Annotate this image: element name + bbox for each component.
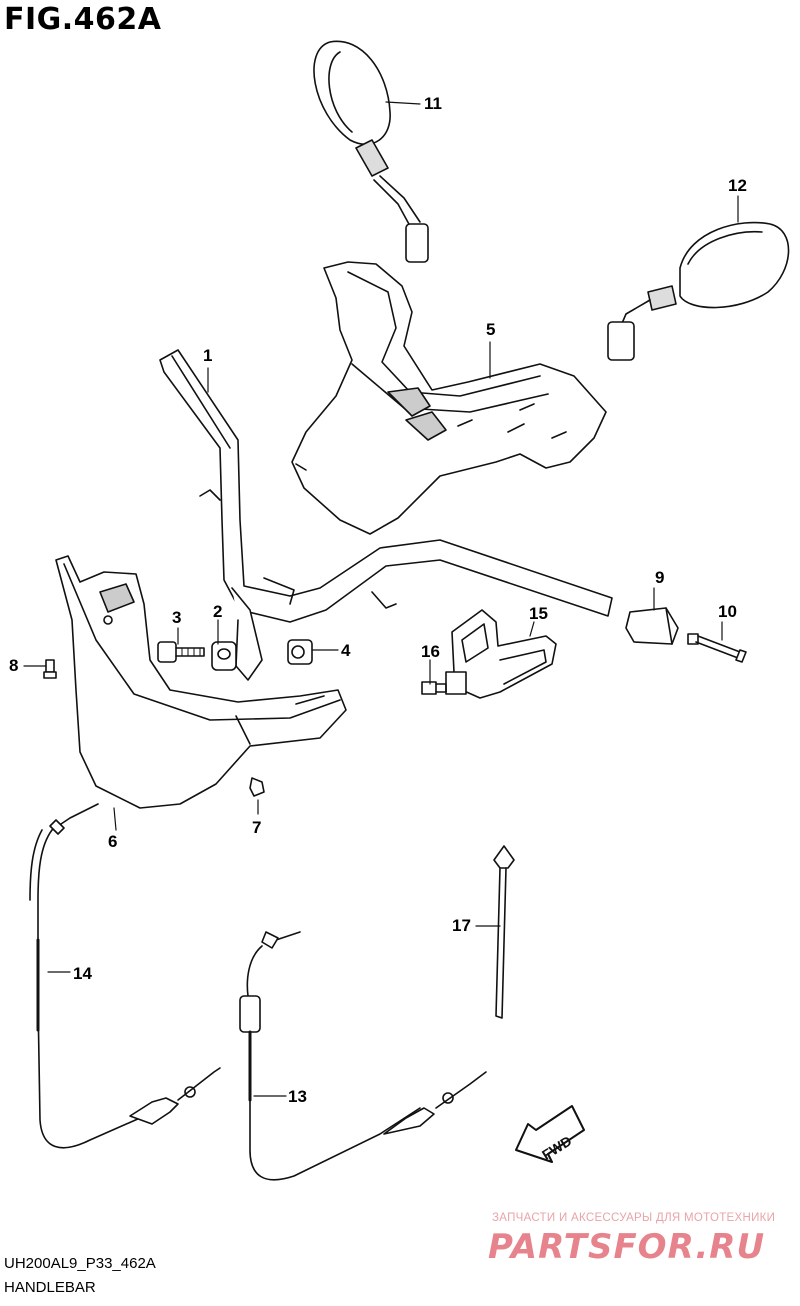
callout-1: 1 xyxy=(203,346,213,365)
rear-cover-part xyxy=(55,555,347,809)
mirror-left-part xyxy=(313,40,429,263)
callout-14: 14 xyxy=(73,964,92,983)
callout-2: 2 xyxy=(213,602,223,621)
bracket-part xyxy=(445,609,557,699)
callout-16: 16 xyxy=(421,642,440,661)
callout-8: 8 xyxy=(9,656,19,675)
bar-end-screw-part xyxy=(687,633,747,663)
callout-17: 17 xyxy=(452,916,471,935)
collar-part xyxy=(211,641,237,671)
handlebar-part xyxy=(159,349,613,681)
cable-tie-part xyxy=(493,845,515,1019)
screw-left-part xyxy=(43,659,57,679)
callout-11: 11 xyxy=(424,94,442,113)
callout-9: 9 xyxy=(655,568,665,587)
callout-4: 4 xyxy=(341,641,351,660)
callout-6: 6 xyxy=(108,832,118,851)
nut-part xyxy=(287,639,313,665)
watermark-logo-text: PARTSFOR.RU xyxy=(488,1227,765,1266)
callout-5: 5 xyxy=(486,320,496,339)
throttle-cable-part xyxy=(29,803,221,1149)
bracket-screw-part xyxy=(421,681,447,695)
watermark-tagline: ЗАПЧАСТИ И АКСЕССУАРЫ ДЛЯ МОТОТЕХНИКИ xyxy=(492,1212,776,1224)
bar-end-weight-part xyxy=(625,607,679,645)
callout-12: 12 xyxy=(728,176,747,195)
brake-cable-part xyxy=(239,931,487,1181)
mirror-right-part xyxy=(607,221,790,361)
bolt-part xyxy=(157,641,205,663)
footer-diagram-name: HANDLEBAR xyxy=(4,1279,96,1296)
fwd-arrow: FWD xyxy=(515,1105,585,1163)
front-cover-part xyxy=(291,261,607,535)
callout-13: 13 xyxy=(288,1087,307,1106)
watermark-logo: PARTSFOR.RU xyxy=(488,1227,765,1266)
callout-15: 15 xyxy=(529,604,548,623)
footer-diagram-code: UH200AL9_P33_462A xyxy=(4,1255,156,1272)
clip-part xyxy=(249,777,265,797)
callout-10: 10 xyxy=(718,602,737,621)
callout-3: 3 xyxy=(172,608,182,627)
figure-title: FIG.462A xyxy=(4,2,162,37)
callout-7: 7 xyxy=(252,818,262,837)
